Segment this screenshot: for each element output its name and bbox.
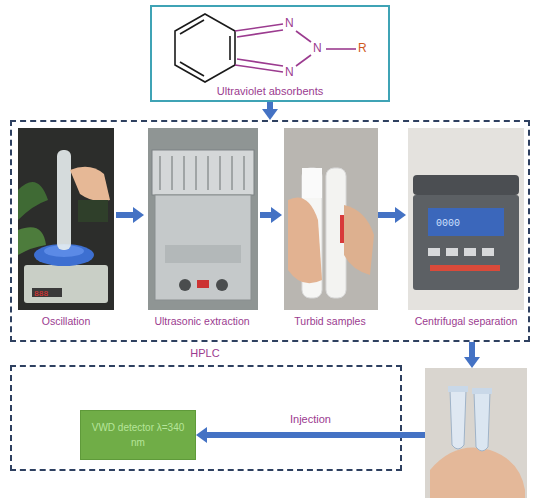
sample-prep-group: Oscillation Ultrasonic extraction Turbid s…: [10, 120, 530, 342]
arrow-shaft: [116, 212, 134, 218]
step-photo: Oscillation: [16, 126, 116, 334]
arrow-head: [133, 207, 144, 223]
detector-box: VWD detector λ=340 nm: [80, 410, 196, 460]
tubes-photo-node: [425, 368, 527, 498]
svg-text:888: 888: [34, 289, 49, 298]
arrow-head: [464, 357, 480, 368]
arrow-head: [262, 109, 278, 120]
structure-box: Ultraviolet absorbents: [150, 5, 390, 102]
arrow-head: [271, 207, 282, 223]
flow-arrow: [262, 102, 278, 120]
arrow-shaft: [206, 432, 425, 438]
arrow-shaft: [469, 342, 475, 358]
node-text: Ultraviolet absorbents: [152, 83, 388, 99]
flow-arrow: [464, 342, 480, 368]
chemical-structure: [175, 14, 356, 82]
node-text: VWD detector λ=340 nm: [85, 420, 191, 450]
atom-label: N: [285, 16, 294, 30]
flow-arrow: [378, 207, 406, 223]
flow-arrow: [260, 207, 282, 223]
atom-label: N: [313, 41, 322, 55]
step-photo: Centrifugal separation: [406, 126, 526, 334]
centrifuge-photo: 0000: [408, 128, 524, 310]
node-text: Oscillation: [16, 314, 116, 330]
tubes-photo: [425, 368, 527, 498]
arrow-shaft: [260, 212, 272, 218]
oscillation-photo: 888: [18, 128, 114, 310]
arrow-shaft: [267, 102, 273, 110]
flow-arrow: [196, 427, 425, 443]
flow-arrow: [116, 207, 144, 223]
dashed-frame: [10, 365, 402, 471]
node-text: Ultrasonic extraction: [144, 314, 260, 330]
ultrasonic-photo: [148, 128, 258, 310]
arrow-head: [395, 207, 406, 223]
edge-label: Injection: [290, 413, 331, 425]
step-photo: Turbid samples: [282, 126, 378, 334]
step-photo: Ultrasonic extraction: [144, 126, 260, 334]
atom-label: N: [285, 65, 294, 79]
svg-text:0000: 0000: [436, 218, 460, 229]
substituent-label: R: [358, 41, 367, 55]
arrow-shaft: [378, 212, 396, 218]
node-text: HPLC: [170, 345, 240, 361]
node-text: Turbid samples: [282, 314, 378, 330]
node-text: Centrifugal separation: [406, 314, 526, 330]
hplc-group: HPLC VWD detector λ=340 nm: [10, 343, 402, 471]
turbid-photo: [284, 128, 378, 310]
arrow-head: [196, 427, 207, 443]
